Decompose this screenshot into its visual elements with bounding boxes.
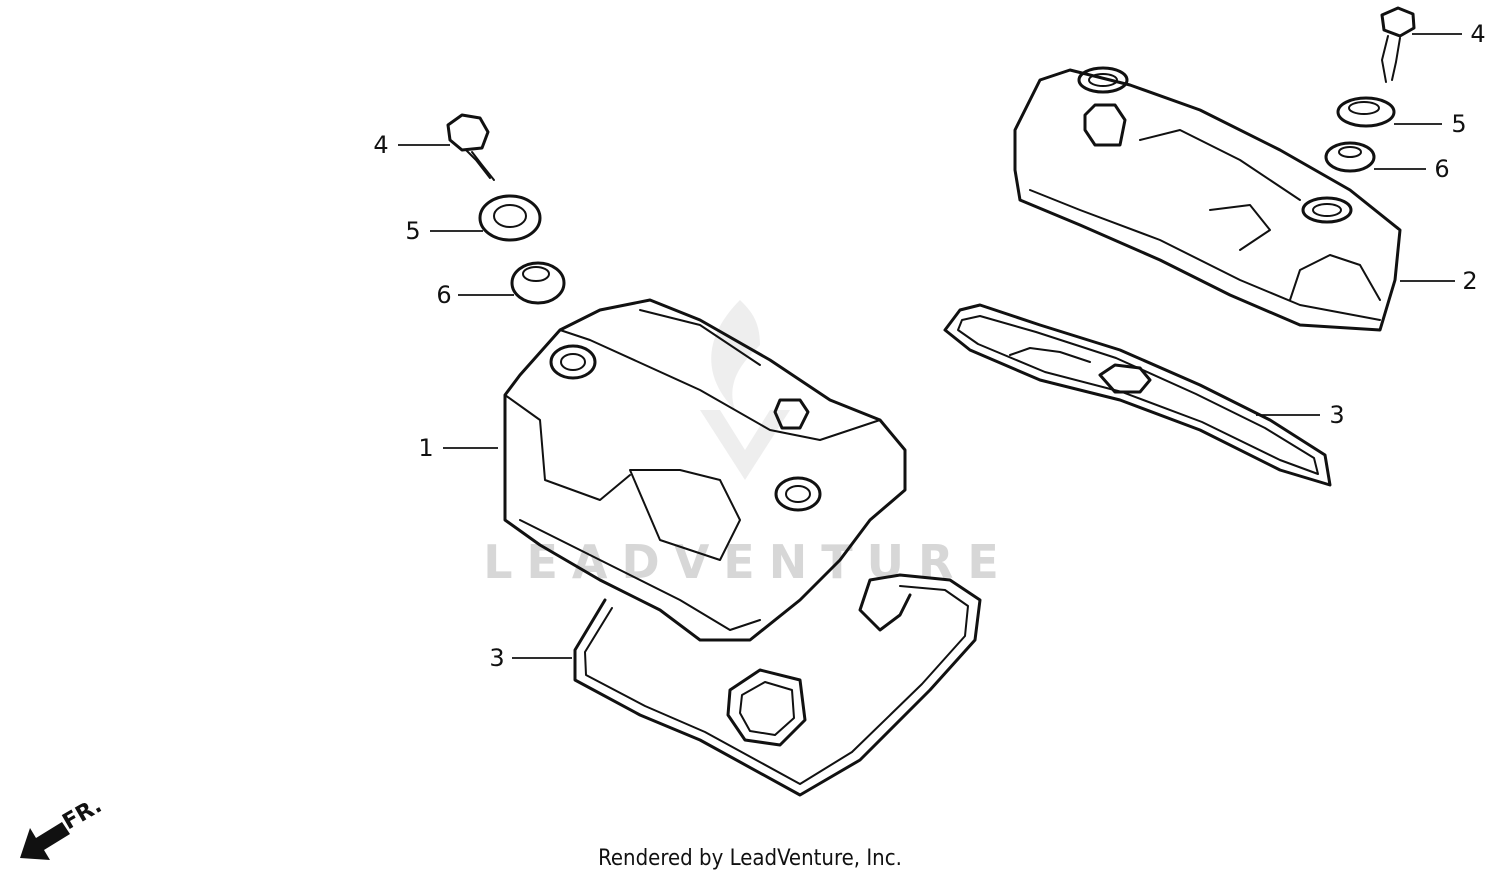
callout-4-right: 4 (1470, 20, 1485, 48)
callout-6-right: 6 (1434, 155, 1449, 183)
cylinder-head-cover-2 (1013, 66, 1402, 332)
bolt-4-right (1380, 6, 1416, 83)
callout-5-left: 5 (405, 217, 420, 245)
callout-2: 2 (1462, 267, 1477, 295)
callout-5-right: 5 (1451, 110, 1466, 138)
callout-1: 1 (418, 434, 433, 462)
grommet-6-left (510, 261, 566, 305)
grommet-6-right (1324, 141, 1376, 173)
footer-credit: Rendered by LeadVenture, Inc. (598, 846, 902, 871)
callout-3-right: 3 (1329, 401, 1344, 429)
cylinder-head-cover-1 (503, 298, 907, 642)
callout-3-left: 3 (489, 644, 504, 672)
bolt-4-left (446, 113, 495, 181)
washer-5-right (1336, 96, 1396, 128)
washer-5-left (478, 194, 542, 242)
gasket-3-left (573, 573, 982, 797)
gasket-3-right (943, 303, 1332, 487)
watermark-text: LEADVENTURE (483, 535, 1013, 589)
callout-4-left: 4 (373, 131, 388, 159)
callout-6-left: 6 (436, 281, 451, 309)
front-direction-arrow-icon (20, 822, 70, 860)
